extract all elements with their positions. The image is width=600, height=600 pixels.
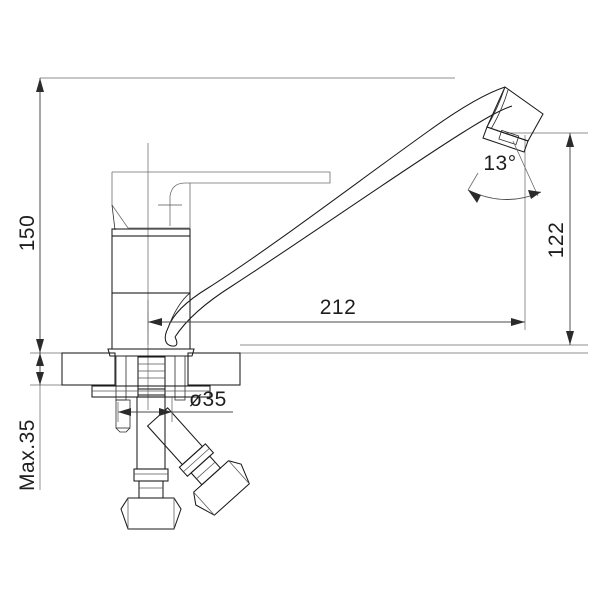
braided-hose-main xyxy=(120,396,182,530)
dimension-label-diameter-35: ø35 xyxy=(189,388,227,411)
dimension-label-150: 150 xyxy=(16,215,39,252)
spout-arc xyxy=(164,86,513,347)
dimension-outlet-angle-13: 13° xyxy=(467,140,542,203)
dimension-label-122: 122 xyxy=(545,222,568,259)
lever-handle xyxy=(111,171,331,231)
dimension-label-max35: Max.35 xyxy=(16,419,39,491)
dimension-reach-212: 212 xyxy=(147,296,525,332)
dimension-label-13deg: 13° xyxy=(483,152,516,175)
dimension-deck-max35: Max.35 xyxy=(16,353,44,491)
dimension-height-150: 150 xyxy=(16,78,44,353)
deck-worktop xyxy=(61,352,241,386)
braided-hose-side xyxy=(146,407,250,516)
dimension-spout-height-122: 122 xyxy=(545,133,574,345)
dimension-hole-diameter-35: ø35 xyxy=(117,388,233,422)
aerator-outlet xyxy=(482,86,544,153)
dimension-label-212: 212 xyxy=(320,296,357,319)
cartridge-body xyxy=(107,228,195,357)
